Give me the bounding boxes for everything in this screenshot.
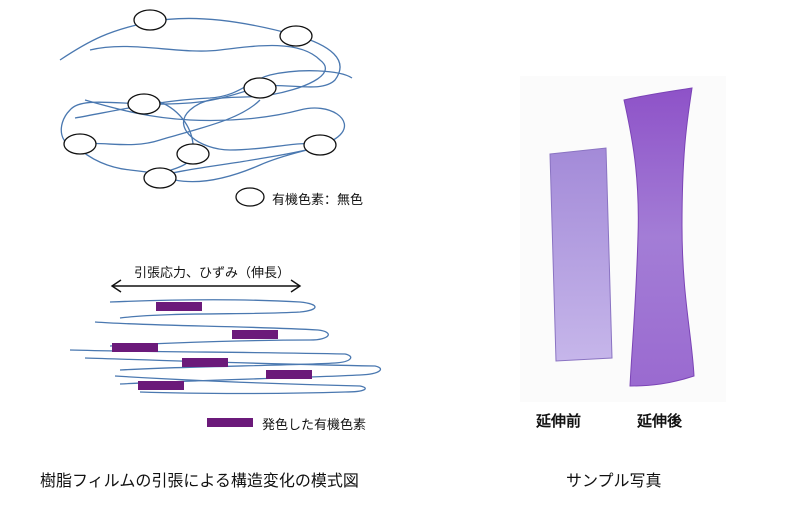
chain-line xyxy=(84,99,346,179)
chain-line xyxy=(89,44,326,151)
dye-ellipse xyxy=(63,133,97,155)
dye-bar xyxy=(138,381,184,390)
film-before xyxy=(549,147,613,362)
dye-bar xyxy=(232,330,278,339)
chain-line xyxy=(74,144,321,183)
sample-photo xyxy=(520,76,726,402)
chain-line xyxy=(114,375,366,395)
double-arrow xyxy=(110,279,302,293)
dye-ellipse xyxy=(176,143,210,165)
chain-line xyxy=(74,70,353,119)
colorless-dyes xyxy=(63,9,337,207)
legend-bar xyxy=(207,418,253,427)
chain-line xyxy=(109,299,316,319)
dye-bar xyxy=(156,302,202,311)
dye-ellipse xyxy=(127,93,161,115)
legend-ellipse xyxy=(235,187,265,207)
colored-dyes xyxy=(112,302,312,427)
dye-bar xyxy=(112,343,158,352)
photo-caption: サンプル写真 xyxy=(566,471,662,490)
dye-bar xyxy=(182,358,228,367)
legend-colored-label: 発色した有機色素 xyxy=(262,418,367,433)
dye-bar xyxy=(266,370,312,379)
dye-ellipse xyxy=(133,9,167,31)
diagram-caption: 樹脂フィルムの引張による構造変化の模式図 xyxy=(40,471,359,490)
dye-ellipse xyxy=(243,77,277,99)
dye-ellipse xyxy=(303,134,337,156)
dye-ellipse xyxy=(279,25,313,47)
label-after-stretch: 延伸後 xyxy=(637,412,683,430)
tension-label: 引張応力、ひずみ（伸長） xyxy=(134,266,291,281)
dye-ellipse xyxy=(143,167,177,189)
chain-line xyxy=(94,321,329,347)
label-before-stretch: 延伸前 xyxy=(536,412,582,430)
film-after xyxy=(623,87,695,387)
legend-colorless-label: 有機色素：無色 xyxy=(272,193,364,208)
film-samples xyxy=(549,87,695,387)
chain-line xyxy=(84,357,382,385)
